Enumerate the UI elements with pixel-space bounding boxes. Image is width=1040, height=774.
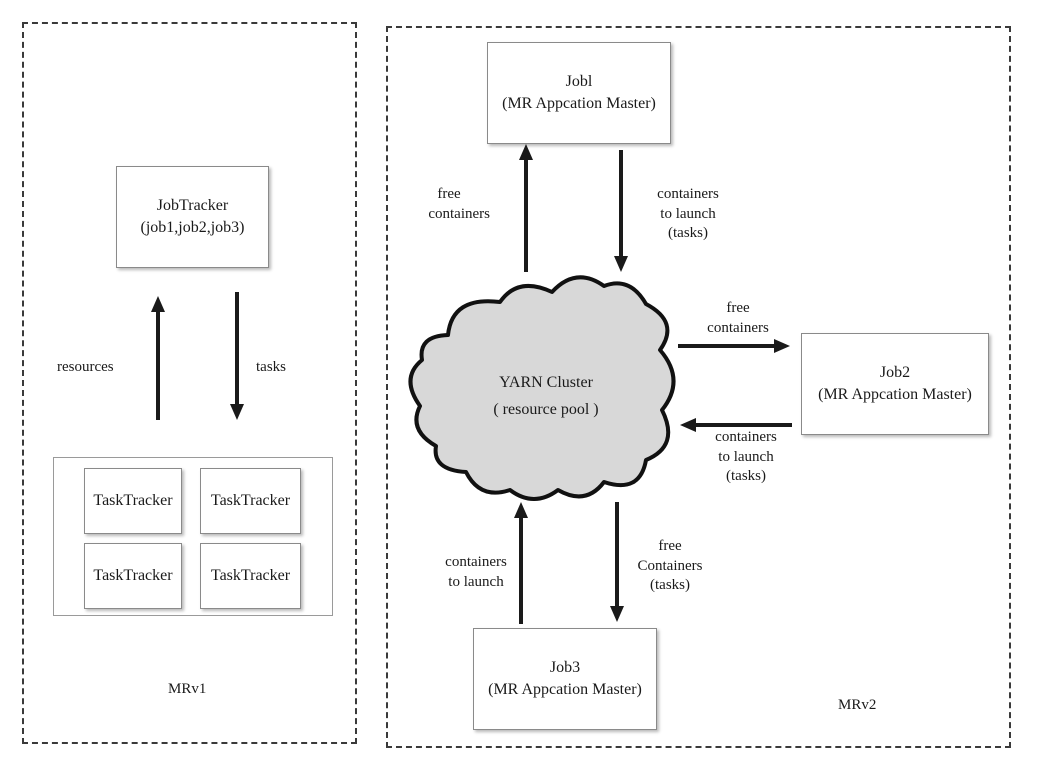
job2-title: Job2 bbox=[879, 364, 911, 382]
job2-box: Job2 (MR Appcation Master) bbox=[801, 333, 989, 435]
job1-launch-arrow bbox=[614, 150, 628, 272]
job1-free-line2: containers bbox=[428, 205, 490, 222]
job3-title: Job3 bbox=[549, 659, 581, 677]
job3-subtitle: (MR Appcation Master) bbox=[488, 681, 642, 698]
tasks-arrow bbox=[230, 292, 244, 420]
job3-launch-arrow bbox=[514, 502, 528, 624]
job2-free-arrow bbox=[678, 339, 790, 353]
job3-launch-line1: containers bbox=[445, 554, 507, 570]
job2-subtitle: (MR Appcation Master) bbox=[818, 386, 972, 403]
job2-launch-arrow bbox=[680, 418, 792, 432]
job3-free-line3: (tasks) bbox=[650, 577, 690, 593]
job1-free-arrow bbox=[519, 144, 533, 272]
job1-title: Jobl bbox=[565, 73, 593, 91]
tasktracker-label: TaskTracker bbox=[210, 492, 291, 510]
job1-launch-line2: to launch bbox=[660, 205, 716, 222]
mrv2-panel bbox=[386, 26, 1011, 748]
tasktracker-box: TaskTracker bbox=[84, 468, 182, 534]
tasktracker-label: TaskTracker bbox=[210, 567, 291, 585]
job2-launch-line1: containers bbox=[715, 429, 777, 445]
job1-box: Jobl (MR Appcation Master) bbox=[487, 42, 671, 144]
job1-launch-line1: containers bbox=[657, 186, 719, 202]
mrv1-label: MRv1 bbox=[168, 681, 207, 697]
job3-free-line2: Containers bbox=[637, 557, 703, 574]
yarn-cluster-title: YARN Cluster bbox=[499, 374, 593, 391]
job1-subtitle: (MR Appcation Master) bbox=[502, 95, 656, 112]
job2-launch-label: containers to launch (tasks) bbox=[696, 428, 796, 487]
tasktracker-box: TaskTracker bbox=[84, 543, 182, 609]
job3-free-line1: free bbox=[658, 538, 682, 554]
tasks-label: tasks bbox=[256, 359, 286, 375]
job2-free-line2: containers bbox=[707, 319, 769, 336]
job3-free-arrow bbox=[610, 502, 624, 622]
job1-launch-line3: (tasks) bbox=[668, 225, 708, 241]
job3-free-label: free Containers (tasks) bbox=[626, 537, 714, 596]
resources-arrow bbox=[151, 296, 165, 420]
jobtracker-jobs: (job1,job2,job3) bbox=[140, 219, 245, 236]
cloud-shape bbox=[408, 275, 676, 501]
job2-launch-line3: (tasks) bbox=[726, 468, 766, 484]
resources-label: resources bbox=[57, 359, 114, 375]
mrv2-label: MRv2 bbox=[838, 697, 877, 713]
job3-launch-line2: to launch bbox=[448, 573, 504, 590]
job1-free-label: free containers bbox=[408, 185, 490, 224]
job1-free-line1: free bbox=[437, 186, 461, 202]
tasktracker-label: TaskTracker bbox=[93, 492, 173, 510]
job2-free-line1: free bbox=[726, 300, 750, 316]
mrv1-panel bbox=[22, 22, 357, 744]
jobtracker-box: JobTracker (job1,job2,job3) bbox=[116, 166, 269, 268]
yarn-cluster-subtitle: ( resource pool ) bbox=[493, 401, 599, 418]
tasktracker-box: TaskTracker bbox=[200, 543, 301, 609]
job1-launch-label: containers to launch (tasks) bbox=[640, 185, 736, 244]
tasktracker-label: TaskTracker bbox=[93, 567, 173, 585]
job2-free-label: free containers bbox=[690, 299, 786, 338]
jobtracker-title: JobTracker bbox=[156, 197, 229, 215]
job3-launch-label: containers to launch bbox=[430, 553, 522, 592]
job2-launch-line2: to launch bbox=[718, 448, 774, 465]
tasktracker-box: TaskTracker bbox=[200, 468, 301, 534]
job3-box: Job3 (MR Appcation Master) bbox=[473, 628, 657, 730]
